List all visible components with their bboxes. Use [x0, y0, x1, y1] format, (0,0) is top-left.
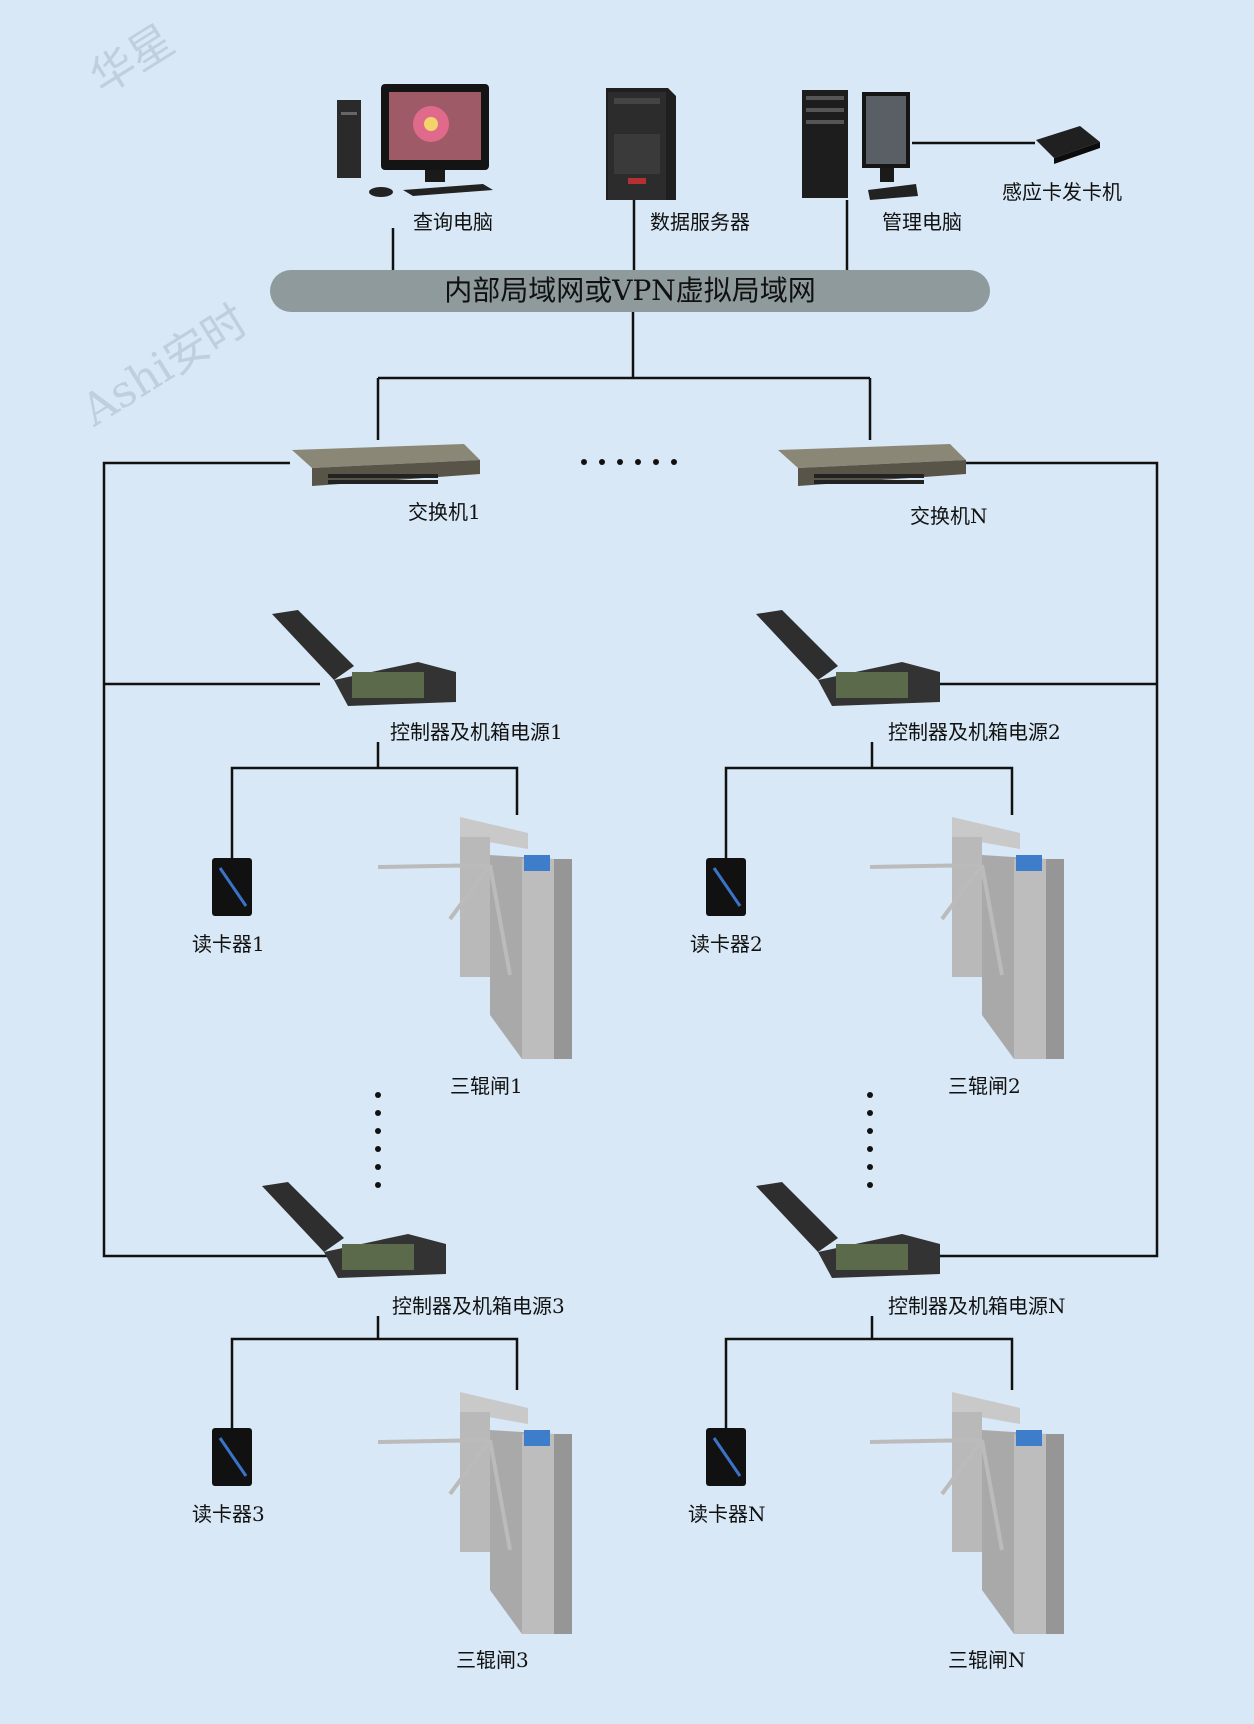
reader-3-icon	[212, 1428, 252, 1486]
admin-pc-label: 管理电脑	[882, 210, 962, 234]
controller-3-label: 控制器及机箱电源3	[392, 1294, 565, 1318]
query-pc-label: 查询电脑	[413, 210, 493, 234]
switch-n-icon	[778, 444, 966, 486]
controller-3-icon	[262, 1182, 446, 1278]
switch-1-icon	[292, 444, 480, 486]
controller-n-label: 控制器及机箱电源N	[888, 1294, 1066, 1318]
admin-pc-icon	[802, 90, 918, 200]
data-server-icon	[606, 88, 676, 200]
turnstile-1-label: 三辊闸1	[450, 1074, 523, 1098]
card-issuer-label: 感应卡发卡机	[1002, 180, 1122, 204]
controller-2-label: 控制器及机箱电源2	[888, 720, 1061, 744]
network-bar: 内部局域网或VPN虚拟局域网	[270, 270, 990, 312]
controller-n-icon	[756, 1182, 940, 1278]
reader-n-label: 读卡器N	[688, 1502, 766, 1526]
controller-2-icon	[756, 610, 940, 706]
turnstile-2-label: 三辊闸2	[948, 1074, 1021, 1098]
network-label: 内部局域网或VPN虚拟局域网	[444, 274, 816, 307]
data-server-label: 数据服务器	[650, 210, 750, 234]
query-pc-icon	[337, 84, 493, 197]
reader-n-icon	[706, 1428, 746, 1486]
card-issuer-icon	[1036, 126, 1100, 164]
switch-1-label: 交换机1	[408, 500, 481, 524]
reader-1-label: 读卡器1	[192, 932, 265, 956]
turnstile-1-icon	[378, 817, 572, 1059]
controller-1-label: 控制器及机箱电源1	[390, 720, 563, 744]
turnstile-3-icon	[378, 1392, 572, 1634]
switch-n-label: 交换机N	[910, 504, 988, 528]
reader-2-icon	[706, 858, 746, 916]
turnstile-n-label: 三辊闸N	[948, 1648, 1026, 1672]
reader-2-label: 读卡器2	[690, 932, 763, 956]
turnstile-3-label: 三辊闸3	[456, 1648, 529, 1672]
reader-1-icon	[212, 858, 252, 916]
turnstile-2-icon	[870, 817, 1064, 1059]
controller-1-icon	[272, 610, 456, 706]
reader-3-label: 读卡器3	[192, 1502, 265, 1526]
turnstile-n-icon	[870, 1392, 1064, 1634]
